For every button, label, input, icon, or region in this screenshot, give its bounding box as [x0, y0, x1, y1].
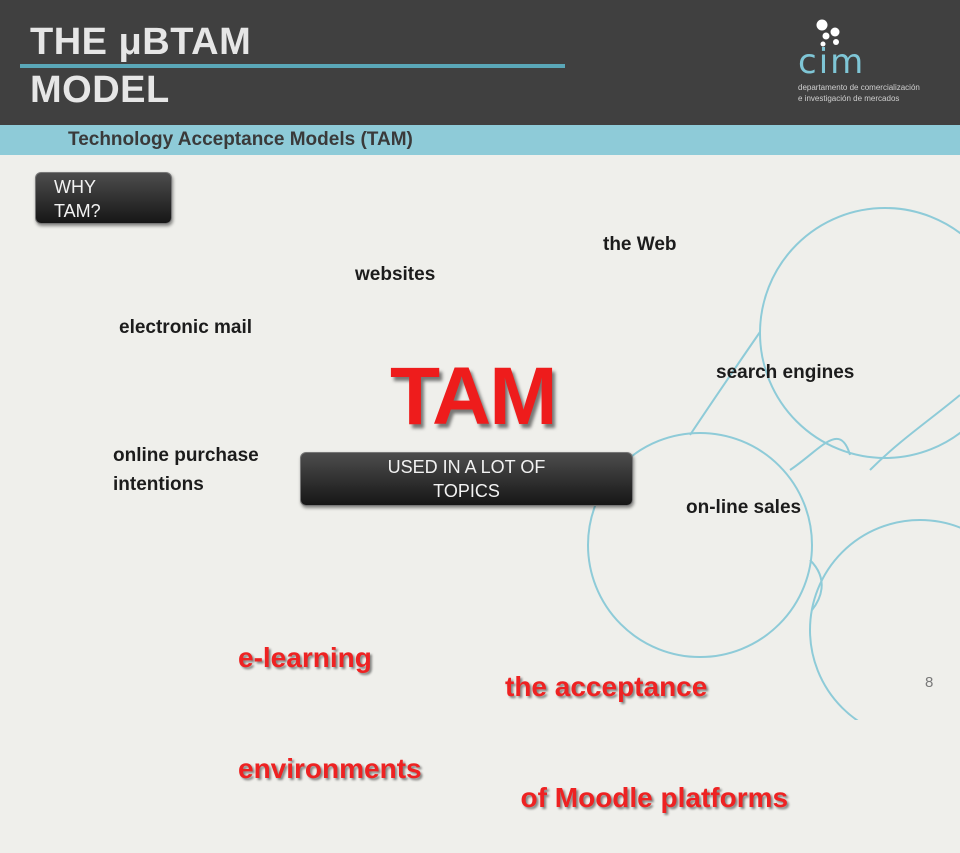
topic-online-sales: on-line sales — [686, 497, 802, 518]
logo-wordmark: cim — [798, 42, 866, 82]
dots-logo-icon — [816, 19, 840, 47]
moodle-acceptance-highlight: the acceptance of Moodle platforms — [505, 594, 788, 853]
subtitle-bar: Technology Acceptance Models (TAM) — [0, 125, 960, 155]
online-purchase-line-1: online purchase — [113, 445, 259, 466]
moodle-line-2: of Moodle platforms — [505, 782, 789, 813]
topic-websites: websites — [355, 264, 436, 285]
used-in-topics-label: USED IN A LOT OF TOPICS — [301, 453, 632, 503]
why-line-2: TAM? — [54, 201, 101, 221]
elearning-line-2: environments — [238, 753, 422, 784]
cim-logo: cim departamento de comercialización e i… — [795, 18, 945, 108]
title-line-1: THE μBTAM — [30, 21, 252, 63]
tam-heading: TAM — [390, 351, 558, 442]
used-line-1: USED IN A LOT OF — [387, 457, 546, 477]
title-underline — [20, 64, 565, 68]
logo-sub-line-1: departamento de comercialización — [798, 83, 920, 92]
topic-search-engines: search engines — [716, 362, 855, 383]
why-line-1: WHY — [54, 177, 96, 197]
topic-the-web: the Web — [603, 234, 677, 255]
topic-online-purchase-intentions: online purchase intentions — [113, 441, 259, 499]
topic-electronic-mail: electronic mail — [119, 317, 253, 338]
logo-sub-line-2: e investigación de mercados — [798, 94, 900, 103]
why-tam-button[interactable]: WHY TAM? — [35, 172, 172, 224]
background-circles-decoration — [587, 207, 960, 720]
logo-subtitle: departamento de comercialización e inves… — [798, 82, 920, 104]
title-line-2: MODEL — [30, 69, 170, 111]
slide-subtitle: Technology Acceptance Models (TAM) — [68, 129, 413, 150]
online-purchase-line-2: intentions — [113, 474, 204, 495]
elearning-environments-highlight: e-learning environments — [238, 565, 422, 824]
moodle-line-1: the acceptance — [505, 671, 708, 702]
page-number: 8 — [925, 674, 934, 691]
slide-title: THE μBTAM MODEL — [30, 18, 251, 114]
why-tam-label: WHY TAM? — [54, 175, 101, 223]
used-in-topics-box: USED IN A LOT OF TOPICS — [300, 452, 633, 506]
elearning-line-1: e-learning — [238, 642, 372, 673]
used-line-2: TOPICS — [433, 481, 500, 501]
slide-header: THE μBTAM MODEL cim departamento de come… — [0, 0, 960, 125]
